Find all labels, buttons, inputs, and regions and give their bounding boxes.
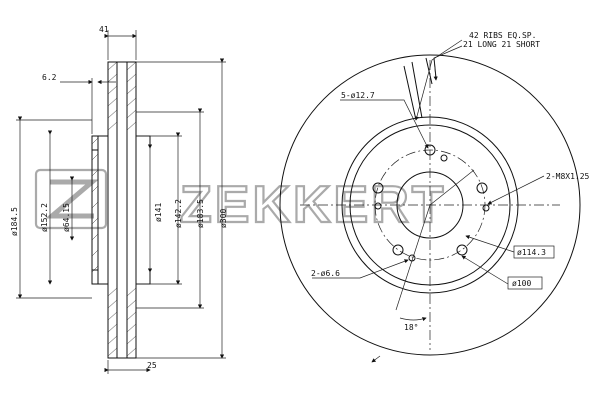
thread-holes-label: 2-M8X1.25 <box>546 172 590 181</box>
bolt-holes-label: 5-ø12.7 <box>341 91 375 100</box>
bolt-holes <box>372 144 488 256</box>
dim-d3-label: ø141 <box>154 203 163 222</box>
dim-outer-height-label: ø184.5 <box>10 207 19 236</box>
plate-hatching <box>107 61 137 357</box>
outer-plate-right <box>126 61 137 359</box>
small-holes <box>374 154 490 262</box>
center-bore-label: ø100 <box>512 279 531 288</box>
angle-label: 18° <box>404 323 418 332</box>
outer-plate-left <box>107 61 118 359</box>
dim-d1-label: ø152.2 <box>40 203 49 232</box>
ribs-label-line1: 42 RIBS EQ.SP. <box>469 31 536 40</box>
side-view: 41 6.2 25 ø184.5 ø152.2 ø64.15 ø141 ø142… <box>10 25 228 374</box>
hat-section <box>91 135 108 285</box>
ribs-label-line2: 21 LONG 21 SHORT <box>463 40 540 49</box>
dim-d6-label: ø300 <box>219 209 228 228</box>
dim-d5-label: ø183.5 <box>196 199 205 228</box>
dim-hub-thickness-label: 6.2 <box>42 73 57 82</box>
pcd-label: ø114.3 <box>517 248 546 257</box>
disc-outer-circle <box>279 54 581 356</box>
pcd-box <box>513 245 555 259</box>
dim-d2-label: ø64.15 <box>62 203 71 232</box>
bore-box <box>507 276 543 290</box>
dim-bottom-label: 25 <box>147 361 157 370</box>
front-view: 42 RIBS EQ.SP. 21 LONG 21 SHORT 5-ø12.7 … <box>279 31 590 363</box>
dim-width-label: 41 <box>99 25 109 34</box>
pin-holes-label: 2-ø6.6 <box>311 269 340 278</box>
rib-indication <box>403 57 437 121</box>
dim-d4-label: ø142.2 <box>174 199 183 228</box>
